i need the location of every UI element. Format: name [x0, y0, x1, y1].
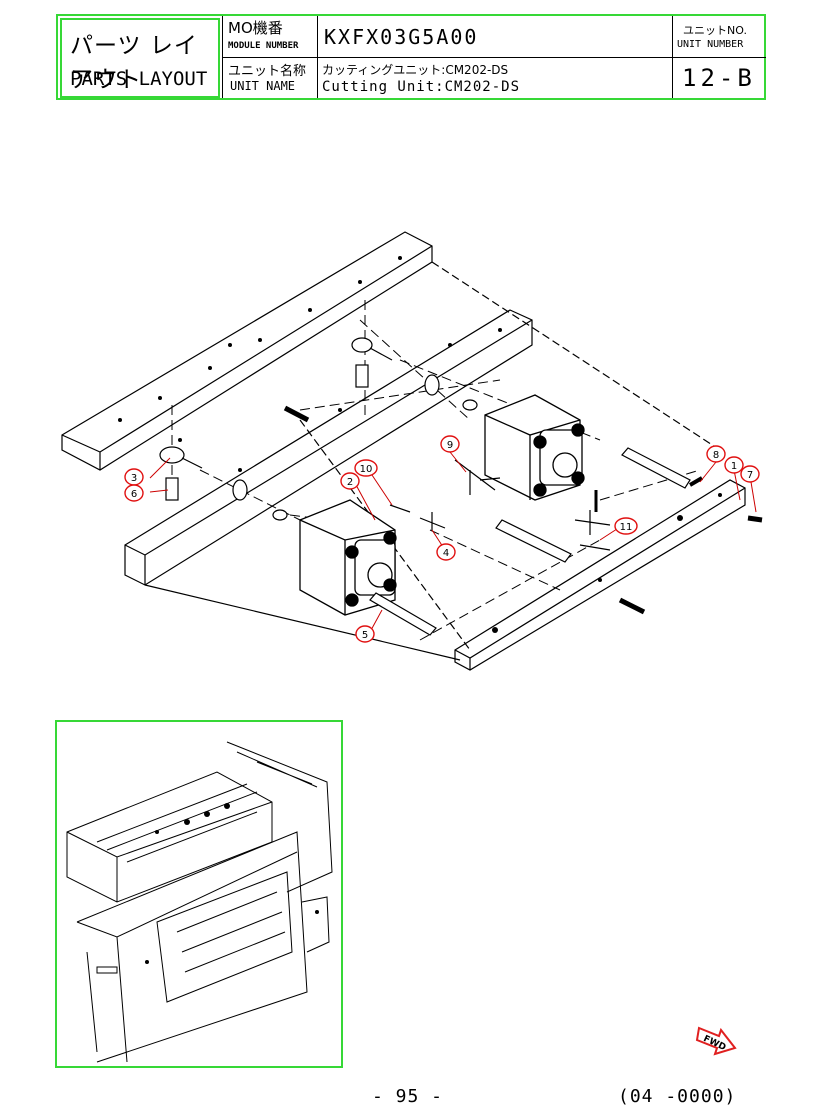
callout-3-label: 3 [131, 473, 137, 484]
machine-overview-drawing [66, 741, 333, 1063]
header-table: パーツ レイアウト PARTS LAYOUT MO機番 MODULE NUMBE… [56, 14, 766, 100]
unit-label-en: UNIT NAME [230, 79, 296, 93]
callout-8 [706, 445, 726, 463]
document-code: (04 -0000) [618, 1086, 737, 1107]
unit-value-jp: カッティングユニット:CM202-DS [322, 63, 509, 77]
module-label-jp: MO機番 [228, 19, 283, 37]
title-block: パーツ レイアウト PARTS LAYOUT [60, 18, 220, 98]
callout-7 [740, 465, 760, 483]
module-value: KXFX03G5A00 [324, 25, 479, 49]
unitno-value: 12-B [682, 64, 756, 92]
unit-label-jp: ユニット名称 [228, 64, 307, 79]
callout-6-label: 6 [131, 489, 137, 500]
divider [222, 57, 766, 58]
unitno-label-jp: ユニットNO. [683, 24, 747, 37]
callout-5-label: 5 [362, 630, 368, 641]
location-illustration [55, 720, 343, 1068]
unit-value-en: Cutting Unit:CM202-DS [322, 79, 521, 95]
title-jp: パーツ レイアウト [70, 33, 198, 93]
exploded-parts-drawing: 1 2 3 4 5 6 7 8 9 10 11 [61, 231, 763, 671]
callout-4-label: 4 [443, 548, 449, 559]
page-number: - 95 - [372, 1086, 444, 1107]
callout-2 [340, 472, 360, 490]
callout-9-label: 9 [447, 440, 453, 451]
callout-2-label: 2 [347, 477, 353, 488]
callout-1 [724, 456, 744, 474]
callout-7-label: 7 [747, 470, 753, 481]
callout-5 [355, 625, 375, 643]
unitno-label-en: UNIT NUMBER [677, 39, 744, 50]
callout-8-label: 8 [713, 450, 719, 461]
callout-1-label: 1 [731, 461, 737, 472]
callout-6 [124, 484, 144, 502]
title-en: PARTS LAYOUT [70, 68, 208, 90]
callout-11 [614, 517, 638, 535]
module-label-en: MODULE NUMBER [228, 41, 299, 51]
callout-10 [354, 459, 378, 477]
callout-9 [440, 435, 460, 453]
callout-11-label: 11 [620, 522, 633, 533]
callout-4 [436, 543, 456, 561]
callout-10-label: 10 [360, 464, 373, 475]
fwd-arrow-icon: FWD [695, 1026, 737, 1056]
